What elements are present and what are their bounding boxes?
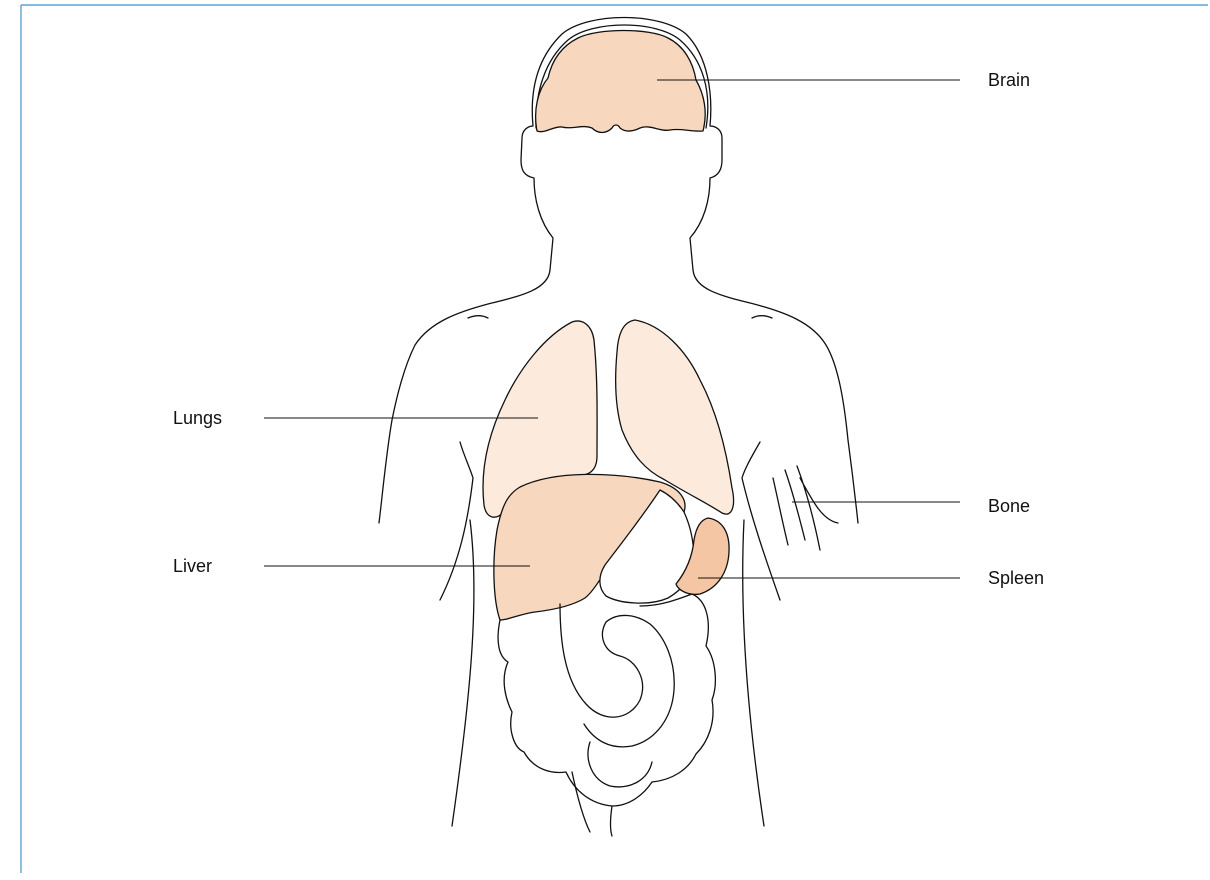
figure-frame: [21, 5, 1208, 873]
left-underarm-line: [440, 442, 473, 600]
spleen-label: Spleen: [988, 568, 1044, 588]
brain-organ: [536, 31, 706, 133]
bone-label: Bone: [988, 496, 1030, 516]
right-waist-line: [743, 520, 764, 826]
large-intestine: [498, 594, 715, 806]
rectum-line: [572, 772, 612, 836]
lungs-label: Lungs: [173, 408, 222, 428]
brain-label: Brain: [988, 70, 1030, 90]
arm-bone-lines: [773, 466, 838, 550]
liver-label: Liver: [173, 556, 212, 576]
right-underarm-line: [742, 442, 780, 600]
shoulder-creases: [468, 316, 772, 318]
small-intestine-loops: [560, 604, 674, 787]
